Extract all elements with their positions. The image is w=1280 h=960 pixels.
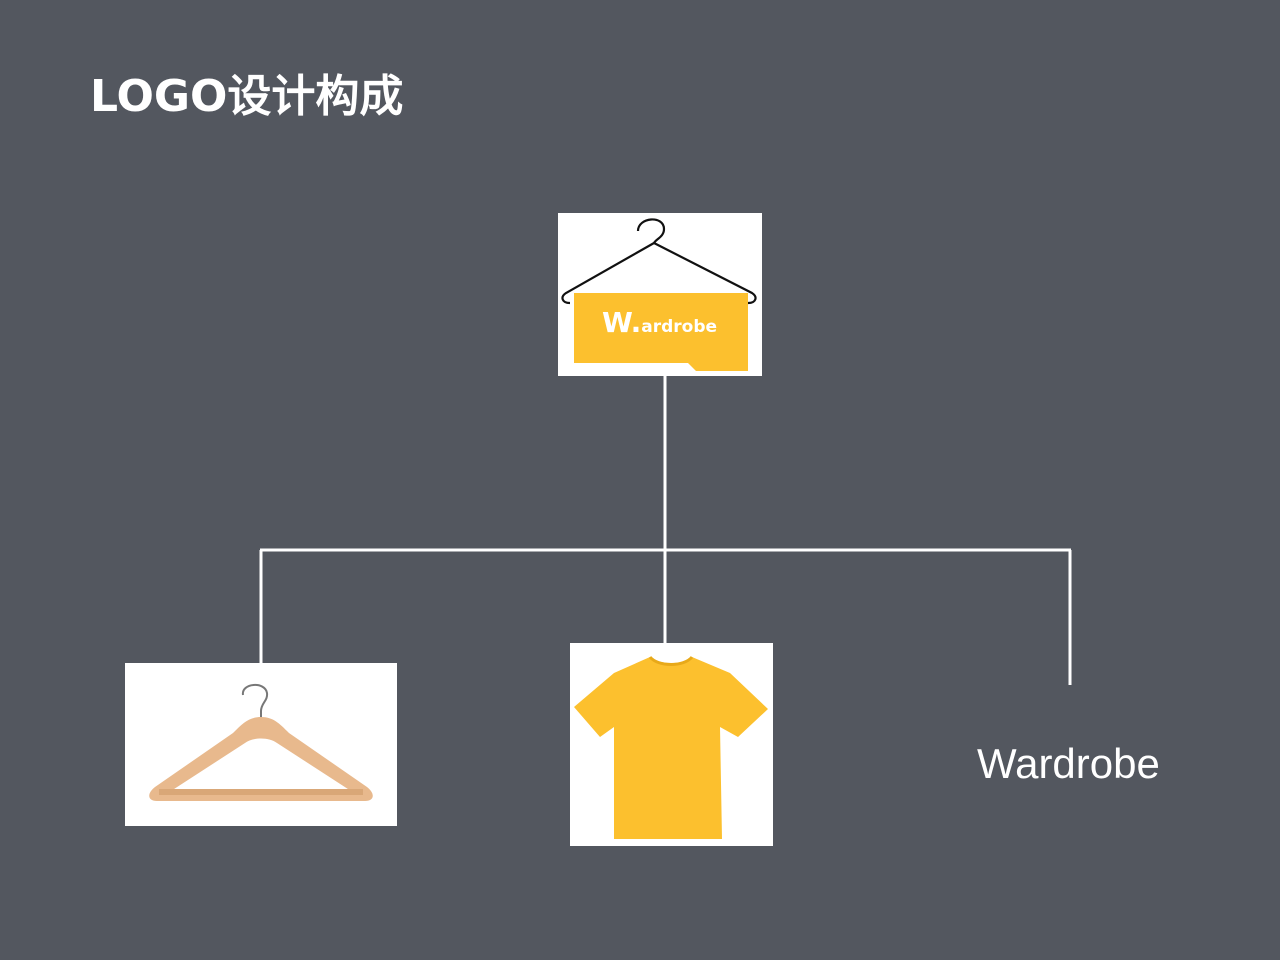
wooden-hanger-icon [149,684,373,801]
logo-wordmark-rest: ardrobe [641,317,718,337]
hanger-component-card [125,663,397,826]
combined-logo-card: W.ardrobe [558,213,762,376]
page-title: LOGO设计构成 [90,71,404,122]
tshirt-component-card [570,643,773,846]
wardrobe-logo-icon [561,218,757,371]
logo-wordmark: W.ardrobe [602,306,717,339]
logo-wordmark-initial: W. [602,306,642,339]
wardrobe-word-label: Wardrobe [977,740,1160,787]
yellow-tshirt-icon [574,655,768,839]
